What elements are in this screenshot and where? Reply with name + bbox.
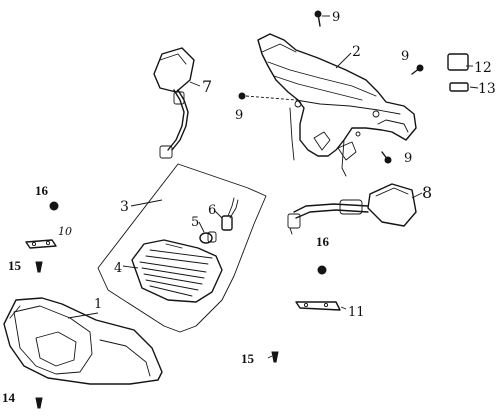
label-part-10: 10	[58, 225, 72, 238]
bracket-11	[295, 301, 341, 311]
bracket-10	[25, 239, 57, 249]
label-part-2: 2	[352, 44, 361, 60]
screw-15-left	[35, 261, 43, 273]
label-part-8: 8	[422, 183, 432, 202]
bulb-socket	[221, 197, 239, 231]
screw-9-bottom	[381, 151, 392, 164]
front-cover	[3, 297, 163, 385]
part-13-pad	[449, 82, 469, 92]
label-part-3: 3	[120, 199, 129, 215]
label-part-14: 14	[2, 390, 16, 405]
left-mirror	[153, 47, 195, 159]
label-part-1: 1	[94, 297, 102, 312]
screw-15-right	[271, 351, 279, 363]
label-part-11: 11	[348, 305, 365, 320]
label-part-9-bottom: 9	[404, 151, 412, 166]
label-part-15-right: 15	[241, 351, 255, 366]
headlight-bracket	[97, 163, 267, 333]
part-12-pad	[447, 53, 469, 71]
screw-14	[35, 397, 43, 409]
label-part-13: 13	[478, 81, 496, 97]
screw-9-top	[314, 10, 322, 27]
rear-handlebar-cover	[257, 33, 417, 177]
bulb	[199, 231, 217, 244]
screw-9-right	[411, 64, 424, 75]
label-part-9-right: 9	[401, 49, 409, 64]
leader-lines	[67, 15, 479, 359]
label-part-16-right: 16	[316, 234, 330, 249]
label-part-5: 5	[191, 215, 199, 230]
label-part-9-left: 9	[235, 108, 243, 123]
nut-16-left	[49, 201, 59, 211]
label-part-16-left: 16	[35, 183, 49, 198]
screw-9-left	[238, 92, 297, 101]
label-part-6: 6	[208, 203, 216, 218]
label-part-12: 12	[474, 60, 492, 76]
right-mirror	[287, 183, 417, 235]
label-part-7: 7	[202, 77, 212, 96]
label-part-9-top: 9	[332, 10, 340, 25]
label-part-4: 4	[114, 261, 122, 276]
nut-16-right	[317, 265, 327, 275]
headlight-unit	[131, 239, 223, 303]
label-part-15-left: 15	[8, 258, 22, 273]
